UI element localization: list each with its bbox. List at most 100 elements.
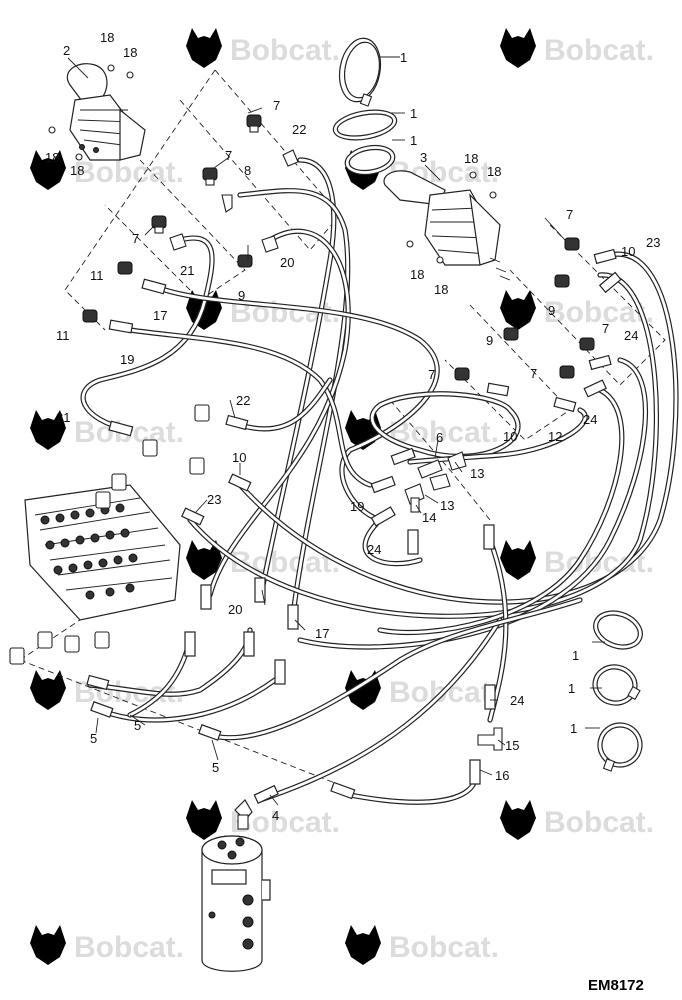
callout-7: 7 [225, 148, 232, 163]
elbow-fitting-20 [261, 235, 279, 253]
watermark-logo: Bobcat. [30, 150, 184, 190]
callout-5: 5 [134, 718, 141, 733]
callout-18: 18 [100, 30, 114, 45]
callout-5: 5 [212, 760, 219, 775]
callout-12: 12 [548, 429, 562, 444]
swivel-manifold [201, 799, 271, 972]
callout-14: 14 [422, 510, 436, 525]
callout-1: 1 [410, 133, 417, 148]
fitting-7 [559, 365, 575, 379]
callout-20: 20 [228, 602, 242, 617]
callout-21: 21 [56, 410, 70, 425]
callout-11: 11 [90, 268, 104, 283]
fitting-7 [579, 337, 595, 351]
callout-10: 10 [621, 244, 635, 259]
callout-24: 24 [583, 412, 597, 427]
callout-19: 19 [350, 499, 364, 514]
fitting-7 [564, 237, 580, 251]
watermark-logo: Bobcat. [345, 670, 499, 710]
watermark-logo: Bobcat. [30, 410, 184, 450]
callout-18: 18 [70, 163, 84, 178]
callout-9: 9 [548, 303, 555, 318]
callout-1: 1 [400, 50, 407, 65]
callout-10: 10 [232, 450, 246, 465]
callout-15: 15 [505, 738, 519, 753]
left-joystick [48, 63, 146, 161]
watermark-text: Bobcat. [544, 806, 654, 839]
callout-24: 24 [624, 328, 638, 343]
fitting-9 [554, 274, 570, 288]
callout-2: 2 [63, 43, 70, 58]
callout-16: 16 [495, 768, 509, 783]
watermark-text: Bobcat. [544, 34, 654, 67]
leader-lines [67, 56, 605, 806]
fitting-11 [82, 309, 98, 323]
callout-18: 18 [487, 164, 501, 179]
callout-labels: 1 1 1 1 1 1 2 3 4 5 5 5 6 7 7 7 7 7 7 7 … [45, 30, 660, 823]
elbow-fitting-22 [282, 149, 299, 167]
callout-7: 7 [530, 366, 537, 381]
callout-7: 7 [428, 367, 435, 382]
callout-18: 18 [410, 267, 424, 282]
elbow-fitting-8 [221, 194, 233, 213]
callout-4: 4 [272, 808, 279, 823]
callout-18: 18 [123, 45, 137, 60]
fitting-9 [237, 254, 253, 268]
callout-1: 1 [570, 721, 577, 736]
watermark-logo: Bobcat. [345, 410, 499, 450]
watermark-logo: Bobcat. [186, 800, 340, 840]
callout-20: 20 [280, 255, 294, 270]
callout-22: 22 [236, 393, 250, 408]
callout-7: 7 [602, 321, 609, 336]
fitting-7 [246, 114, 262, 133]
callout-17: 17 [315, 626, 329, 641]
fitting-7 [202, 167, 218, 186]
callout-7: 7 [273, 98, 280, 113]
callout-24: 24 [510, 693, 524, 708]
callout-24: 24 [367, 542, 381, 557]
watermark-text: Bobcat. [230, 34, 340, 67]
callout-21: 21 [180, 263, 194, 278]
fitting-7 [454, 367, 470, 381]
right-joystick [383, 170, 511, 281]
callout-17: 17 [153, 308, 167, 323]
callout-18: 18 [45, 150, 59, 165]
callout-19: 19 [120, 352, 134, 367]
callout-7: 7 [132, 231, 139, 246]
watermark-logo: Bobcat. [186, 28, 340, 68]
callout-3: 3 [420, 150, 427, 165]
callout-23: 23 [207, 492, 221, 507]
callout-9: 9 [486, 333, 493, 348]
hose-layer [80, 157, 679, 805]
callout-11: 11 [56, 328, 70, 343]
callout-13: 13 [440, 498, 454, 513]
callout-23: 23 [646, 235, 660, 250]
hose-ferrules [86, 248, 622, 804]
callout-13: 13 [470, 466, 484, 481]
callout-8: 8 [244, 163, 251, 178]
watermark-logo: Bobcat. [30, 925, 184, 965]
valve-adapters [9, 404, 210, 665]
watermark-logo: Bobcat. [500, 28, 654, 68]
fitting-9 [503, 327, 519, 341]
callout-1: 1 [572, 648, 579, 663]
callout-9: 9 [238, 288, 245, 303]
fitting-7 [151, 215, 167, 234]
callout-5: 5 [90, 731, 97, 746]
watermark-text: Bobcat. [74, 931, 184, 964]
watermark-text: Bobcat. [389, 931, 499, 964]
watermark-logo: Bobcat. [30, 670, 184, 710]
callout-1: 1 [568, 681, 575, 696]
control-valve [9, 404, 210, 665]
fitting-11 [117, 261, 133, 275]
port-fittings [82, 114, 595, 381]
watermark-logo: Bobcat. [500, 800, 654, 840]
callout-7: 7 [566, 207, 573, 222]
watermark-text: Bobcat. [74, 156, 184, 189]
diagram-code: EM8172 [588, 977, 644, 994]
valve-spools [40, 503, 138, 600]
elbow-fitting-21 [169, 233, 187, 251]
watermark-text: Bobcat. [544, 546, 654, 579]
callout-18: 18 [464, 151, 478, 166]
